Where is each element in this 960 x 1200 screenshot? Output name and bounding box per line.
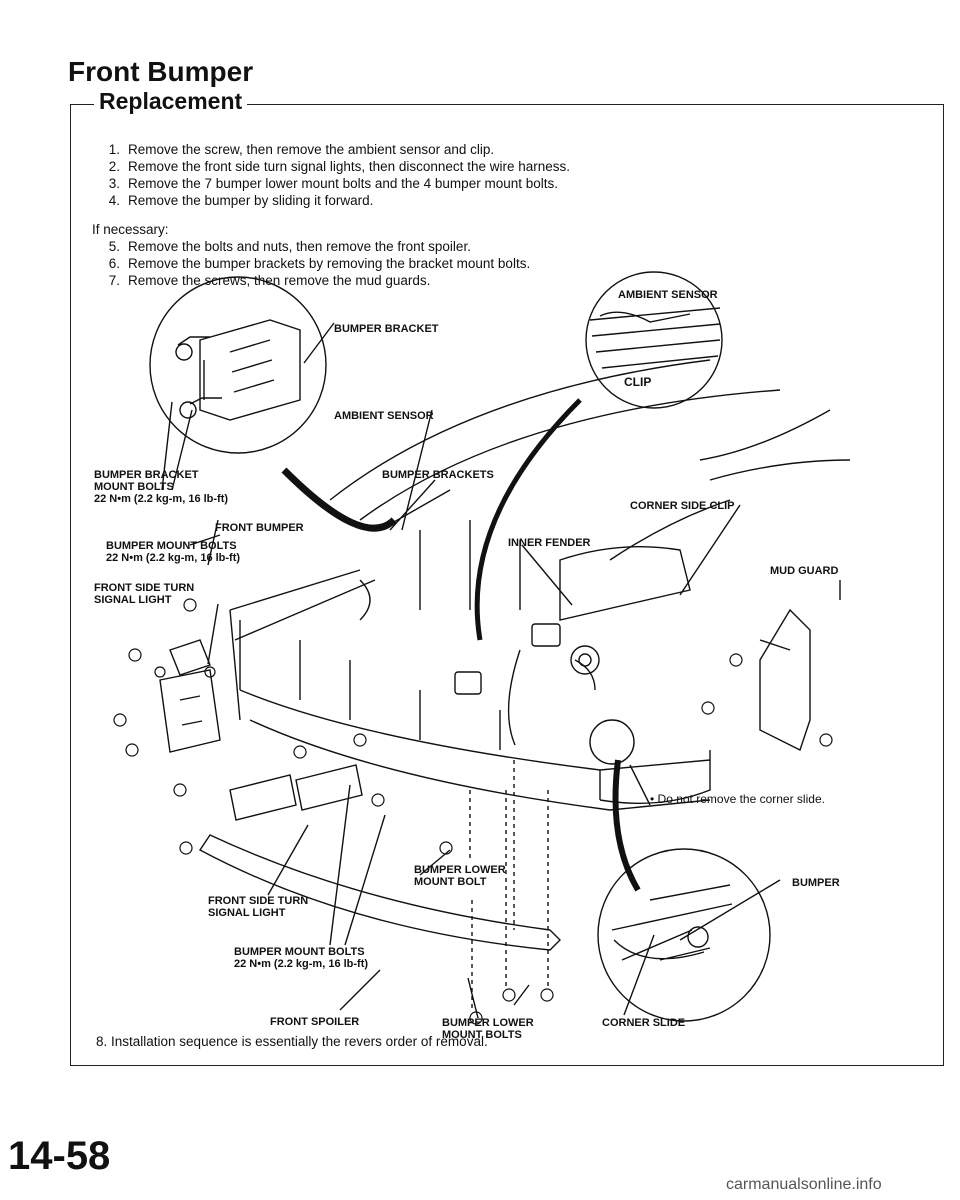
page-title: Front Bumper	[68, 56, 254, 87]
label-bumper-bracket: BUMPER BRACKET	[334, 323, 439, 335]
section-title: Replacement	[94, 88, 248, 115]
label-inner-fender: INNER FENDER	[508, 537, 591, 549]
step-item: 2.Remove the front side turn signal ligh…	[108, 159, 570, 174]
step-item: 1.Remove the screw, then remove the ambi…	[108, 142, 495, 157]
step-item: 4.Remove the bumper by sliding it forwar…	[108, 193, 374, 208]
label-corner-slide: CORNER SLIDE	[602, 1017, 686, 1029]
step-item: 6.Remove the bumper brackets by removing…	[108, 256, 531, 271]
label-bumper-lower-mount-bolts: BUMPER LOWER MOUNT BOLTS	[442, 1017, 534, 1041]
corner-slide-note: • Do not remove the corner slide.	[650, 792, 825, 806]
label-front-bumper: FRONT BUMPER	[215, 522, 304, 534]
front-bumper-shape	[229, 569, 711, 811]
label-front-spoiler: FRONT SPOILER	[270, 1016, 360, 1028]
label-mud-guard: MUD GUARD	[770, 565, 839, 577]
front-spoiler-shape	[198, 834, 561, 951]
mud-guard-shape	[759, 608, 811, 751]
bumper-bracket-detail-circle	[149, 276, 327, 454]
label-corner-side-clip: CORNER SIDE CLIP	[630, 500, 735, 512]
final-step: 8. Installation sequence is essentially …	[96, 1034, 488, 1049]
label-front-side-turn-signal-top: FRONT SIDE TURN SIGNAL LIGHT	[94, 582, 195, 606]
corner-slide-detail-circle	[597, 848, 771, 1022]
label-ambient-sensor: AMBIENT SENSOR	[334, 410, 434, 422]
label-bumper-brackets: BUMPER BRACKETS	[382, 469, 494, 481]
label-clip: CLIP	[624, 375, 652, 389]
label-bumper-mount-bolts-bottom: BUMPER MOUNT BOLTS 22 N•m (2.2 kg-m, 16 …	[234, 946, 369, 970]
watermark: carmanualsonline.info	[726, 1176, 882, 1193]
label-bracket-mount-bolts: BUMPER BRACKET MOUNT BOLTS 22 N•m (2.2 k…	[94, 469, 229, 505]
procedure-steps: 1.Remove the screw, then remove the ambi…	[84, 141, 570, 289]
if-necessary-heading: If necessary:	[92, 222, 169, 237]
label-bumper-mount-bolts-top: BUMPER MOUNT BOLTS 22 N•m (2.2 kg-m, 16 …	[106, 540, 241, 564]
label-bumper: BUMPER	[792, 877, 840, 889]
ambient-sensor-detail-circle	[585, 271, 723, 409]
label-front-side-turn-signal-bottom: FRONT SIDE TURN SIGNAL LIGHT	[208, 895, 309, 919]
content-frame	[70, 104, 944, 1066]
page-number: 14-58	[8, 1134, 111, 1178]
step-item: 3.Remove the 7 bumper lower mount bolts …	[108, 176, 558, 191]
step-item: 5.Remove the bolts and nuts, then remove…	[108, 239, 471, 254]
label-ambient-sensor-detail: AMBIENT SENSOR	[618, 289, 718, 301]
label-bumper-lower-mount-bolt: BUMPER LOWER MOUNT BOLT	[414, 864, 506, 888]
